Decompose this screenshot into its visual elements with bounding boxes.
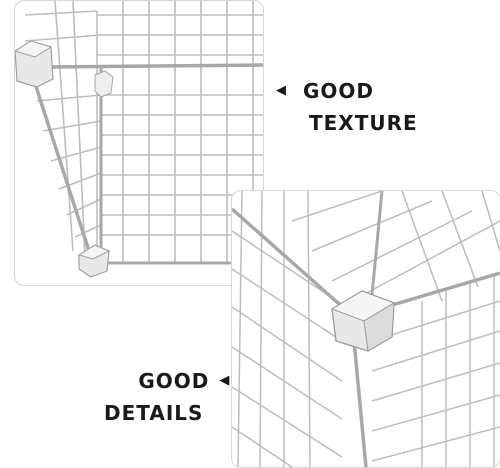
- arrow-left-icon: ◀: [276, 82, 287, 98]
- caption-line-2: TEXTURE: [276, 108, 418, 138]
- caption-bottom-word-2: DETAILS: [104, 400, 204, 425]
- details-photo: [231, 190, 500, 468]
- caption-top-word-2: TEXTURE: [309, 110, 418, 135]
- caption-good-details: GOOD ◀ DETAILS: [104, 366, 230, 428]
- connector-top-left: [15, 40, 54, 88]
- connector-back: [94, 70, 114, 98]
- caption-line-2: DETAILS: [104, 398, 230, 428]
- texture-photo: [14, 0, 264, 286]
- caption-top-word-1: GOOD: [303, 79, 375, 103]
- wire-grid-image-bottom: [232, 191, 500, 467]
- caption-bottom-word-1: GOOD: [138, 369, 210, 393]
- arrow-left-icon: ◀: [219, 372, 231, 388]
- connector-center: [330, 290, 396, 352]
- caption-good-texture: ◀ GOOD TEXTURE: [276, 76, 418, 138]
- caption-line-1: ◀ GOOD: [276, 76, 418, 108]
- caption-line-1: GOOD ◀: [104, 366, 230, 398]
- connector-bottom: [77, 244, 111, 278]
- wire-grid-image-top: [15, 1, 263, 278]
